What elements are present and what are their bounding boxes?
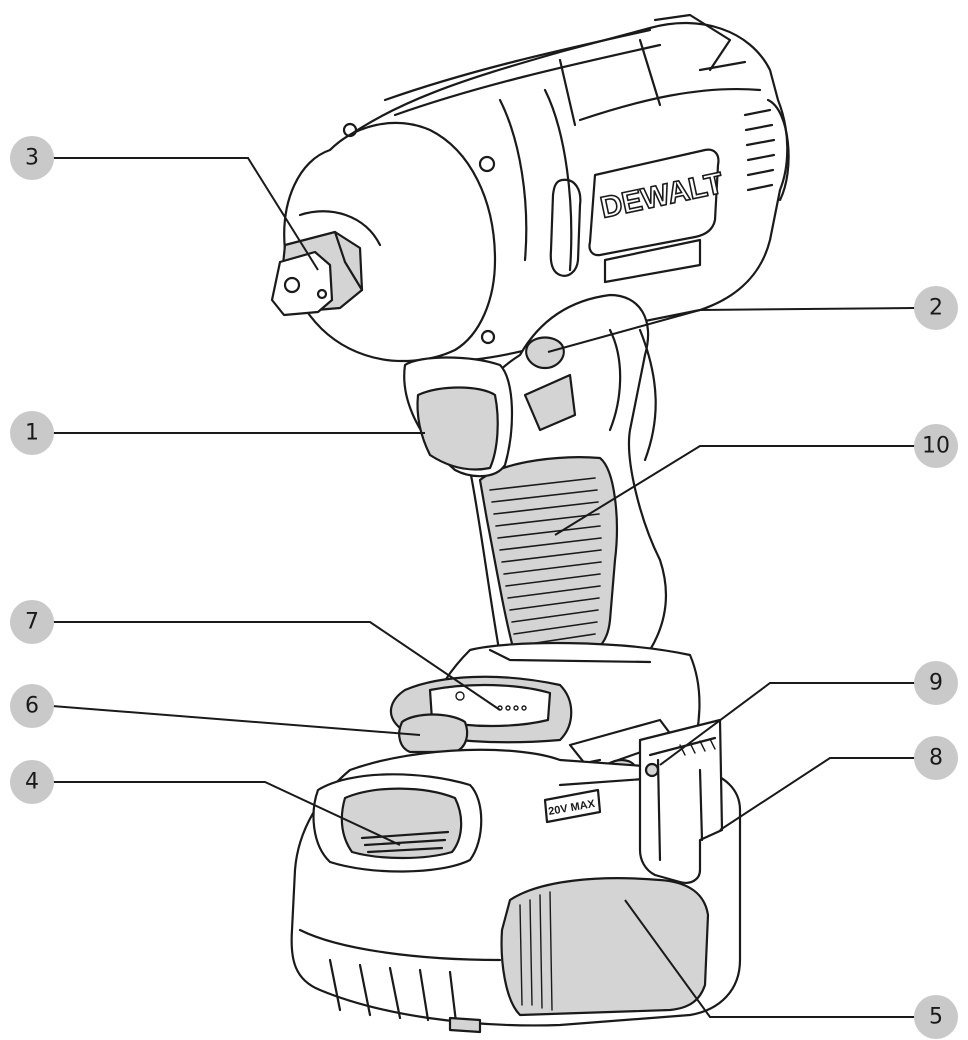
callout-badge-7: 7 [10,600,54,644]
svg-text:8: 8 [929,746,943,771]
svg-text:9: 9 [929,671,943,696]
callout-badges: 3 2 1 10 7 9 6 8 [10,136,958,1039]
callout-badge-4: 4 [10,760,54,804]
callout-badge-10: 10 [914,424,958,468]
leader-line-6 [51,705,421,736]
callout-badge-6: 6 [10,684,54,728]
leader-line-4 [52,781,401,846]
leader-line-7 [52,621,501,711]
callout-badge-8: 8 [914,736,958,780]
leader-line-8 [719,757,915,831]
svg-text:2: 2 [929,296,943,321]
callout-badge-9: 9 [914,661,958,705]
callout-badge-2: 2 [914,286,958,330]
leader-line-9 [659,682,915,766]
leader-line-10 [554,445,915,536]
battery-label-plate [543,788,602,824]
battery-pack [290,748,742,1034]
svg-text:3: 3 [25,146,39,171]
direction-switch [525,336,565,370]
svg-text:1: 1 [25,421,39,446]
svg-text:5: 5 [929,1005,943,1030]
bit-holder [644,762,660,778]
leader-line-3 [52,157,319,271]
anvil [270,230,364,317]
svg-text:7: 7 [25,610,39,635]
callout-badge-5: 5 [914,995,958,1039]
svg-text:4: 4 [25,770,39,795]
leader-lines [51,157,916,1018]
callout-badge-3: 3 [10,136,54,180]
handle [466,293,668,657]
callout-badge-1: 1 [10,411,54,455]
leader-line-2 [547,307,916,353]
belt-hook [638,718,724,884]
svg-text:6: 6 [25,694,39,719]
leader-line-5 [624,899,915,1018]
svg-text:10: 10 [922,434,950,459]
trigger [403,356,514,478]
